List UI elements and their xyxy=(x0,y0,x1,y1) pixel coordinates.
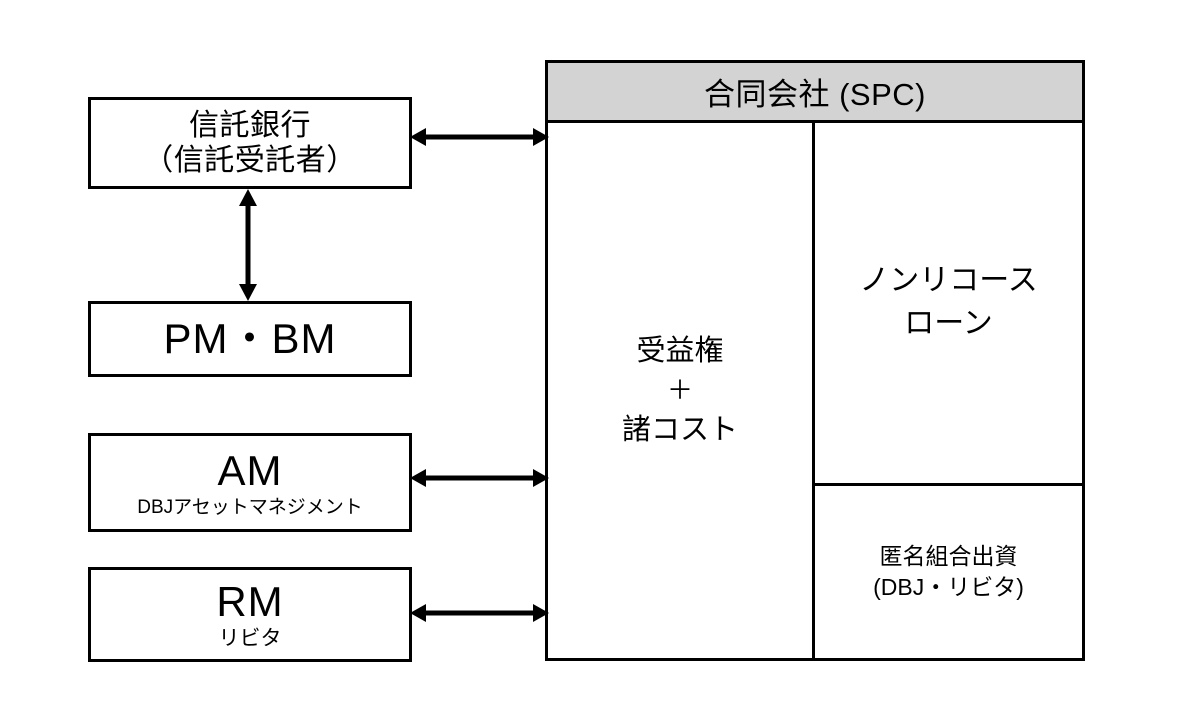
pm-bm-label: PM・BM xyxy=(163,315,337,363)
loan-line1: ノンリコース xyxy=(859,264,1038,298)
equity-line2: (DBJ・リビタ) xyxy=(873,574,1024,600)
connector-rm-to-spc xyxy=(410,599,549,627)
am-sublabel: DBJアセットマネジメント xyxy=(137,497,363,519)
spc-container: 合同会社 (SPC) 受益権 ＋ 諸コスト ノンリコース ローン 匿名組合出資 … xyxy=(545,60,1085,661)
trust-bank-line1: 信託銀行 xyxy=(189,108,311,142)
equity-line1: 匿名組合出資 xyxy=(879,542,1018,569)
am-label: AM xyxy=(217,446,283,494)
entity-box-am: AM DBJアセットマネジメント xyxy=(88,433,412,532)
spc-header-title: 合同会社 (SPC) xyxy=(548,63,1082,123)
rm-sublabel: リビタ xyxy=(218,627,282,651)
spc-body: 受益権 ＋ 諸コスト ノンリコース ローン 匿名組合出資 (DBJ・リビタ) xyxy=(548,123,1082,658)
spc-loan-cell: ノンリコース ローン xyxy=(815,123,1082,486)
asset-line3: 諸コスト xyxy=(621,414,738,447)
spc-asset-cell: 受益権 ＋ 諸コスト xyxy=(548,123,815,658)
asset-plus-sign: ＋ xyxy=(666,374,693,405)
entity-box-rm: RM リビタ xyxy=(88,567,412,662)
trust-bank-line2: （信託受託者） xyxy=(143,144,357,177)
connector-am-to-spc xyxy=(410,464,549,492)
spc-equity-cell: 匿名組合出資 (DBJ・リビタ) xyxy=(815,486,1082,658)
connector-trust-bank-to-spc xyxy=(410,123,549,151)
connector-trust-bank-to-pm-bm xyxy=(234,189,262,301)
asset-line1: 受益権 xyxy=(636,334,724,367)
loan-line2: ローン xyxy=(904,307,993,340)
rm-label: RM xyxy=(216,577,284,625)
spc-funding-column: ノンリコース ローン 匿名組合出資 (DBJ・リビタ) xyxy=(815,123,1082,658)
entity-box-trust-bank: 信託銀行 （信託受託者） xyxy=(88,97,412,189)
entity-box-pm-bm: PM・BM xyxy=(88,301,412,377)
